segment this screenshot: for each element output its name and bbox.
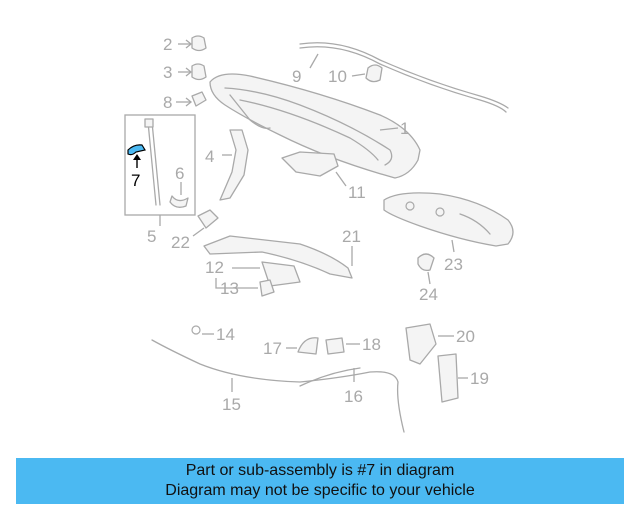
- label-1[interactable]: 1: [400, 119, 409, 138]
- label-5[interactable]: 5: [147, 227, 156, 246]
- part-23-insulator: 23: [383, 192, 514, 274]
- part-8-clip: 8: [163, 91, 207, 112]
- label-2[interactable]: 2: [163, 35, 172, 54]
- part-18-bezel: 18: [325, 335, 381, 355]
- label-18[interactable]: 18: [362, 335, 381, 354]
- part-13-clip: 13: [215, 278, 275, 298]
- label-14[interactable]: 14: [216, 325, 235, 344]
- label-3[interactable]: 3: [163, 63, 172, 82]
- label-19[interactable]: 19: [470, 369, 489, 388]
- part-20-latch: 20: [405, 323, 475, 365]
- label-24[interactable]: 24: [419, 285, 438, 304]
- part-21-support: 21: [203, 227, 361, 279]
- part-14-clip: 14: [191, 325, 235, 344]
- parts-diagram: 2 3 8 5 6 7 1: [124, 35, 514, 433]
- part-16-cable: 16: [299, 367, 363, 406]
- label-7[interactable]: 7: [131, 171, 140, 190]
- part-4-hinge: 4: [205, 129, 249, 201]
- part-11-latch: 11: [281, 151, 366, 202]
- label-6[interactable]: 6: [175, 164, 184, 183]
- label-10[interactable]: 10: [328, 67, 347, 86]
- strut-assembly-box: 5 6 7: [124, 114, 196, 246]
- part-24-clip: 24: [417, 253, 438, 304]
- part-7-highlighted[interactable]: [127, 144, 146, 156]
- label-8[interactable]: 8: [163, 93, 172, 112]
- banner-line-2: Diagram may not be specific to your vehi…: [165, 482, 475, 499]
- label-20[interactable]: 20: [456, 327, 475, 346]
- part-10-bumper: 10: [328, 64, 383, 86]
- part-19-plate: 19: [437, 353, 489, 403]
- part-15-cable: 15: [151, 339, 405, 433]
- part-12-bracket: 12: [205, 258, 301, 287]
- info-banner: Part or sub-assembly is #7 in diagram Di…: [16, 458, 624, 504]
- label-9[interactable]: 9: [292, 67, 301, 86]
- label-23[interactable]: 23: [444, 255, 463, 274]
- part-1-hood: 1: [209, 73, 421, 179]
- banner-line-1: Part or sub-assembly is #7 in diagram: [185, 462, 455, 479]
- part-22-bumper: 22: [171, 209, 219, 252]
- label-12[interactable]: 12: [205, 258, 224, 277]
- label-16[interactable]: 16: [344, 387, 363, 406]
- label-4[interactable]: 4: [205, 147, 214, 166]
- label-11[interactable]: 11: [348, 183, 366, 202]
- part-2-bumper: 2: [163, 35, 207, 54]
- label-13[interactable]: 13: [220, 279, 239, 298]
- label-17[interactable]: 17: [263, 339, 282, 358]
- part-17-handle: 17: [263, 337, 319, 358]
- label-21[interactable]: 21: [342, 227, 361, 246]
- label-15[interactable]: 15: [222, 395, 241, 414]
- part-3-bumper: 3: [163, 63, 207, 82]
- part-9-weatherstrip: 9: [292, 42, 509, 113]
- label-22[interactable]: 22: [171, 233, 190, 252]
